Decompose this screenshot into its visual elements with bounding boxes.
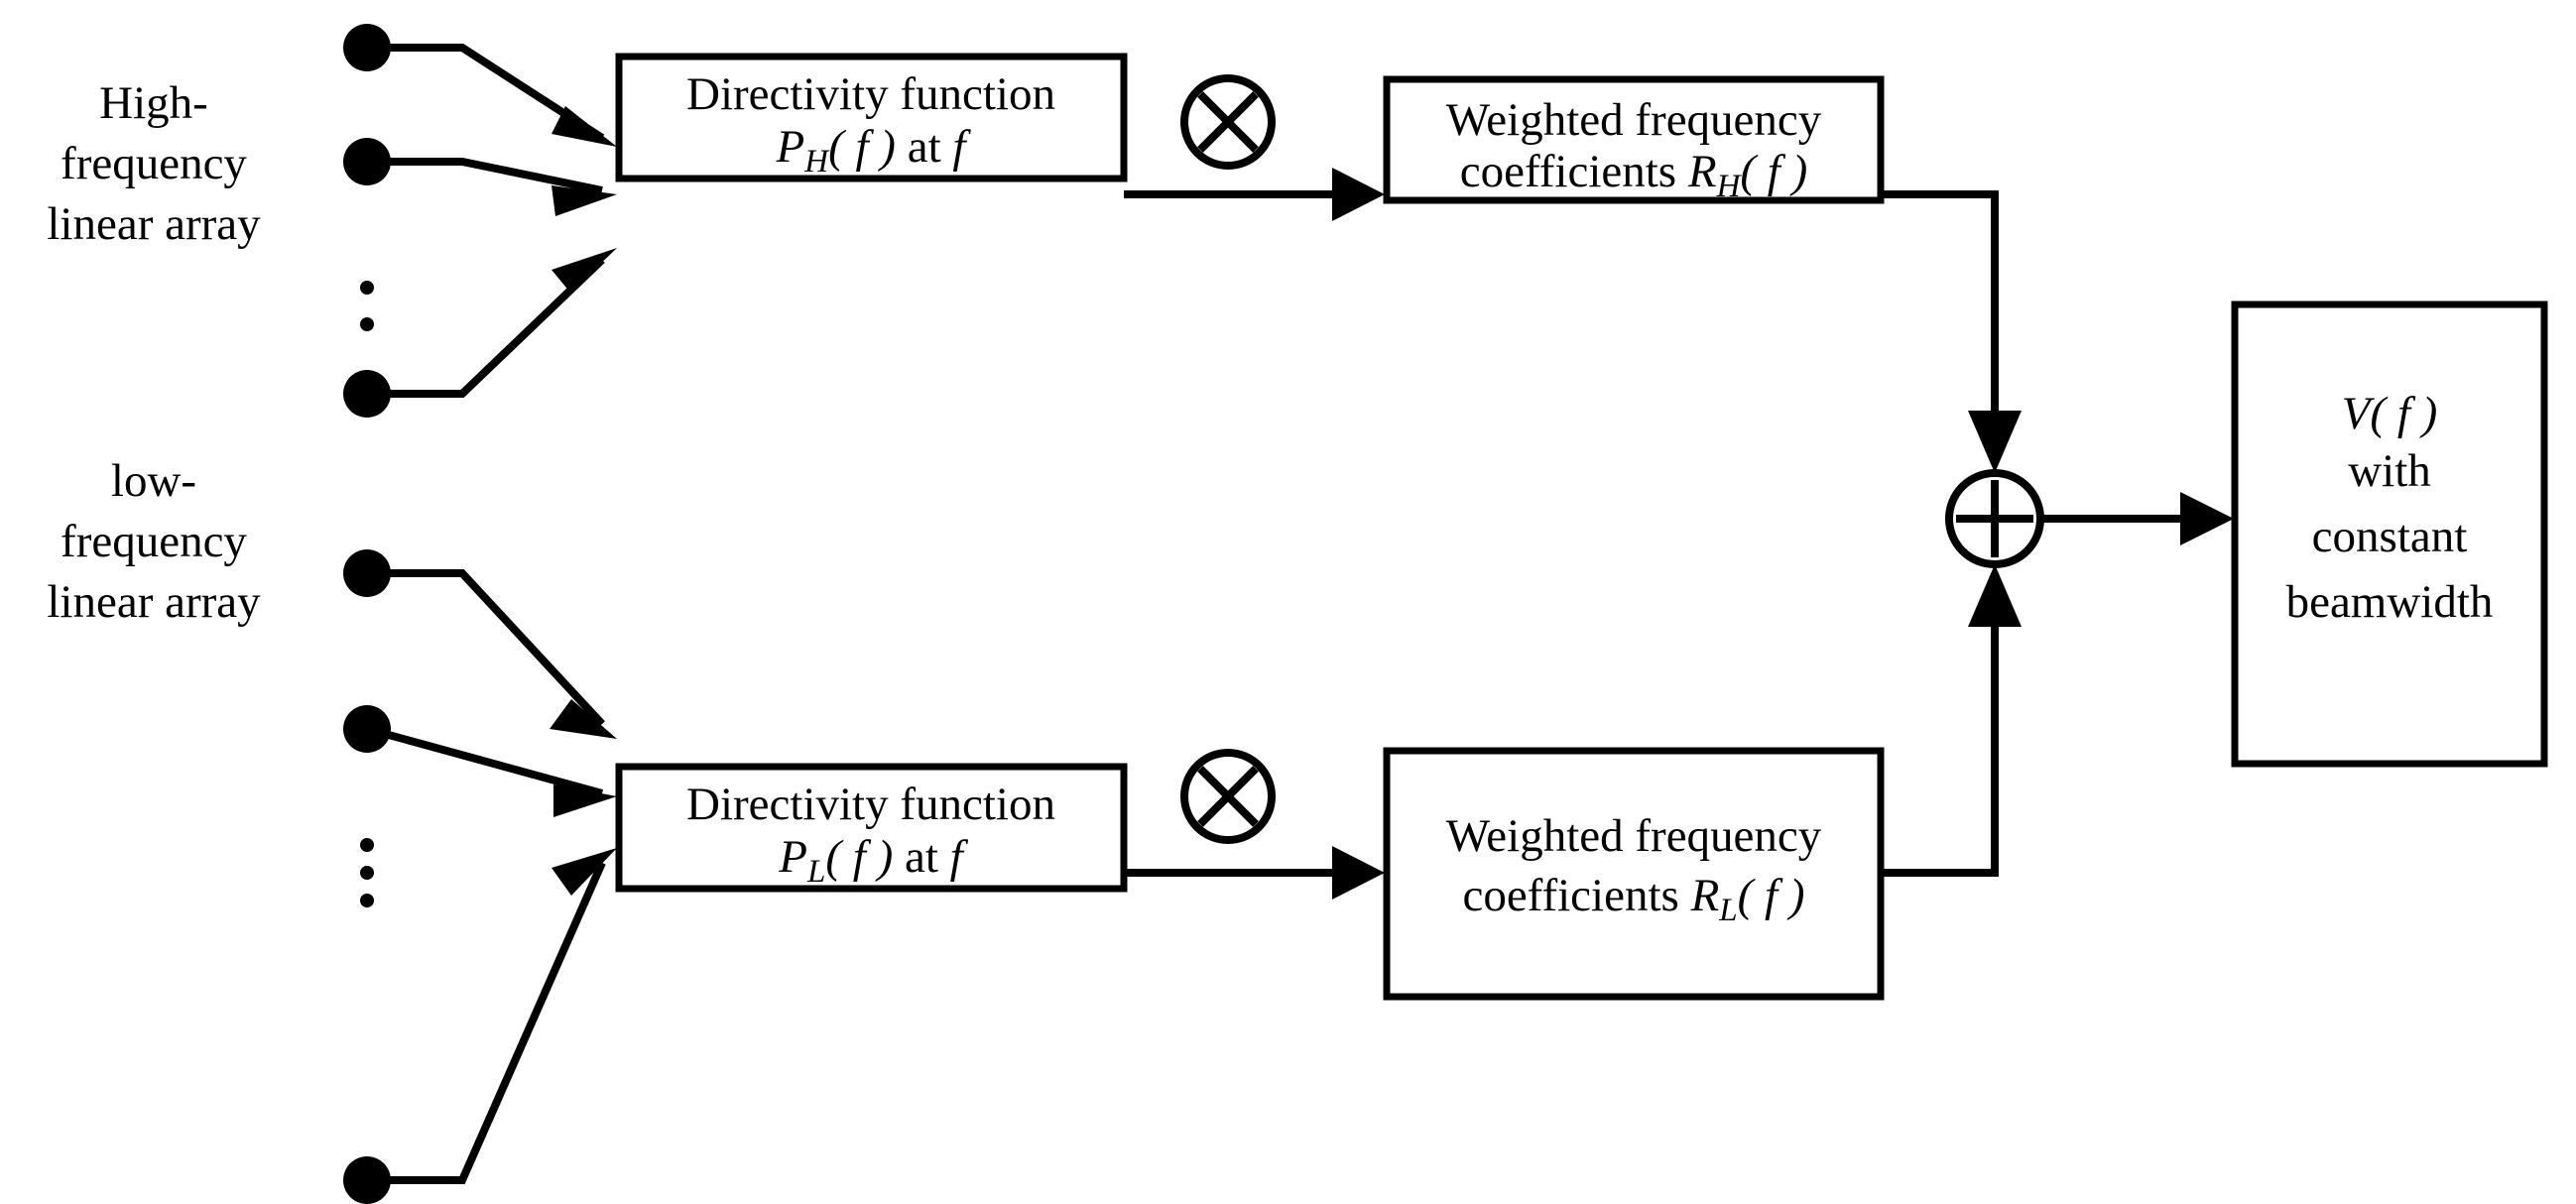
multiply-low-stroke [1197, 766, 1259, 827]
arg-f-output: ( f ) [2370, 388, 2437, 439]
arg-f-low: ( f ) [825, 831, 893, 883]
array-ellipsis-dot [360, 894, 374, 907]
wire-directivity-to-weighted-high [1124, 168, 1385, 221]
symbol-V: V [2342, 388, 2376, 439]
block-directivity-high[interactable]: Directivity function PH( f ) at f [615, 53, 1128, 182]
wire-segment [1881, 613, 1999, 877]
symbol-R-low: R [1690, 870, 1720, 921]
block-directivity-low[interactable]: Directivity function PL( f ) at f [615, 763, 1128, 893]
wire-low-element-n [367, 861, 606, 1184]
arg-f-r-low: ( f ) [1738, 870, 1805, 921]
arrowhead-high-n [552, 248, 617, 293]
block-weighted-high-line2: coefficients RH( f ) [1460, 146, 1808, 204]
array-ellipsis-dot [360, 281, 374, 295]
arrowhead-high-1 [552, 106, 617, 147]
wire-weighted-low-to-sum [1881, 564, 2022, 877]
word-at-low: at [905, 831, 938, 883]
low-label-line-1: low- [111, 455, 196, 507]
block-weighted-low[interactable]: Weighted frequency coefficients RL( f ) [1383, 747, 1885, 1001]
multiply-low[interactable] [1180, 749, 1276, 844]
high-label-line-1: High- [99, 77, 208, 129]
arg-f-high: ( f ) [828, 121, 896, 173]
wire-high-element-n [367, 257, 605, 398]
block-output-line2: with [2348, 445, 2431, 497]
low-input-wires [365, 569, 617, 1184]
block-weighted-low-line1: Weighted frequency [1446, 810, 1822, 862]
high-input-wires [367, 44, 617, 398]
block-directivity-high-rect[interactable] [615, 53, 1128, 182]
symbol-P-high: P [776, 121, 805, 173]
word-at-high: at [908, 121, 941, 173]
multiply-high-stroke [1197, 91, 1259, 153]
multiply-high[interactable] [1180, 74, 1276, 170]
array-ellipsis-dot [360, 838, 374, 852]
block-directivity-low-line2: PL( f ) at f [778, 831, 968, 890]
low-frequency-array-label: low- frequency linear array [47, 455, 261, 628]
high-label-line-2: frequency [61, 138, 247, 189]
arrowhead-low-1 [550, 699, 617, 739]
arg-f-r-high: ( f ) [1740, 146, 1807, 197]
block-output-line4: beamwidth [2286, 576, 2494, 628]
wire-low-element-1 [367, 569, 605, 727]
block-directivity-low-line1: Directivity function [686, 779, 1055, 830]
symbol-R-high: R [1687, 146, 1717, 197]
word-coefficients-high: coefficients [1460, 146, 1688, 197]
arrowhead-low-n [552, 848, 617, 896]
subscript-L: L [806, 854, 825, 890]
low-label-line-2: frequency [61, 516, 247, 567]
block-directivity-high-line1: Directivity function [686, 68, 1055, 120]
low-label-line-3: linear array [47, 576, 261, 628]
high-frequency-array-label: High- frequency linear array [47, 77, 261, 250]
block-output-line3: constant [2312, 511, 2468, 562]
sum-operator[interactable] [1945, 469, 2044, 568]
high-label-line-3: linear array [47, 198, 261, 250]
block-output[interactable]: V( f ) with constant beamwidth [2231, 301, 2548, 768]
block-directivity-high-line2: PH( f ) at f [776, 121, 972, 180]
block-weighted-high-rect[interactable] [1383, 75, 1885, 204]
wire-weighted-high-to-sum [1881, 190, 2022, 473]
subscript-H: H [803, 144, 830, 180]
arrowhead-sum-top [1968, 411, 2022, 473]
arrowhead-sum-bottom [1968, 564, 2022, 627]
arrowhead-low-2 [553, 784, 617, 817]
symbol-P-low: P [778, 831, 807, 883]
block-output-rect[interactable] [2231, 301, 2548, 768]
block-weighted-high[interactable]: Weighted frequency coefficients RH( f ) [1383, 75, 1885, 204]
wire-high-element-1 [367, 44, 605, 142]
low-array-elements [343, 549, 391, 1204]
wire-segment [1881, 190, 1999, 424]
arrowhead-output [2180, 492, 2234, 545]
word-coefficients-low: coefficients [1462, 870, 1690, 921]
high-array-elements [343, 24, 391, 418]
arrowhead-to-weighted-low [1332, 846, 1385, 900]
block-weighted-high-line1: Weighted frequency [1446, 94, 1822, 146]
subscript-L-r: L [1718, 893, 1737, 928]
wire-low-element-2 [365, 725, 604, 797]
block-directivity-low-rect[interactable] [615, 763, 1128, 893]
array-ellipsis-dot [360, 866, 374, 880]
subscript-H-r: H [1716, 169, 1743, 204]
arrowhead-to-weighted-high [1332, 168, 1385, 221]
arrowhead-high-2 [552, 185, 617, 216]
array-ellipsis-dot [360, 317, 374, 331]
block-weighted-low-rect[interactable] [1383, 747, 1885, 1001]
block-output-line1: V( f ) [2342, 388, 2438, 439]
wire-high-element-2 [367, 158, 603, 194]
wire-sum-to-output [2040, 492, 2234, 545]
block-weighted-low-line2: coefficients RL( f ) [1462, 870, 1804, 928]
wire-directivity-to-weighted-low [1124, 846, 1385, 900]
